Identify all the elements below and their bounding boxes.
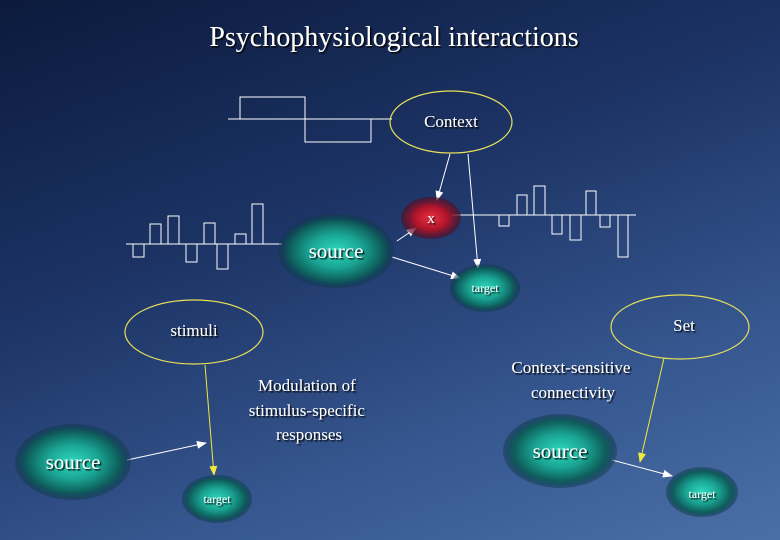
stimuli-ellipse <box>124 299 264 365</box>
modulation-caption-line-3: responses <box>276 425 342 444</box>
context-waveform <box>228 96 392 143</box>
stimuli-label: stimuli <box>170 321 218 340</box>
bottom-right-source-node <box>503 414 617 488</box>
connectivity-caption-line-2: connectivity <box>531 383 616 402</box>
interaction-label: x <box>427 211 435 227</box>
interaction-node <box>401 197 461 239</box>
top-target-node <box>450 264 520 312</box>
context-to-x-arrow <box>435 153 451 201</box>
modulation-caption: Modulation of stimulus-specific response… <box>249 376 369 444</box>
source-to-target-arrow <box>391 256 461 280</box>
bottom-right-target-node <box>666 467 738 517</box>
connectivity-caption-line-1: Context-sensitive <box>511 358 630 377</box>
context-to-target-arrow <box>467 153 482 269</box>
set-to-connection-arrow <box>638 357 665 463</box>
stimuli-to-target-arrow <box>204 364 218 476</box>
top-source-node <box>278 214 394 288</box>
modulation-caption-line-1: Modulation of <box>258 376 356 395</box>
bottom-left-source-label: source <box>46 450 101 474</box>
context-label: Context <box>424 112 478 131</box>
bottom-right-source-label: source <box>533 439 588 463</box>
bottom-left-source-to-target-arrow <box>126 440 207 461</box>
source-activity-waveform <box>126 203 282 270</box>
bottom-right-target-label: target <box>688 487 716 501</box>
set-ellipse <box>610 294 750 360</box>
bottom-left-source-node <box>15 424 131 500</box>
modulation-caption-line-2: stimulus-specific <box>249 401 366 420</box>
set-label: Set <box>673 316 695 335</box>
bottom-left-target-node <box>182 475 252 523</box>
slide-title: Psychophysiological interactions <box>209 22 578 53</box>
interaction-waveform <box>452 185 636 258</box>
top-source-label: source <box>309 239 364 263</box>
connectivity-caption: Context-sensitive connectivity <box>511 358 634 402</box>
bottom-left-target-label: target <box>203 492 231 506</box>
bottom-right-source-to-target-arrow <box>611 459 673 478</box>
context-ellipse <box>389 90 513 154</box>
top-target-label: target <box>471 281 499 295</box>
